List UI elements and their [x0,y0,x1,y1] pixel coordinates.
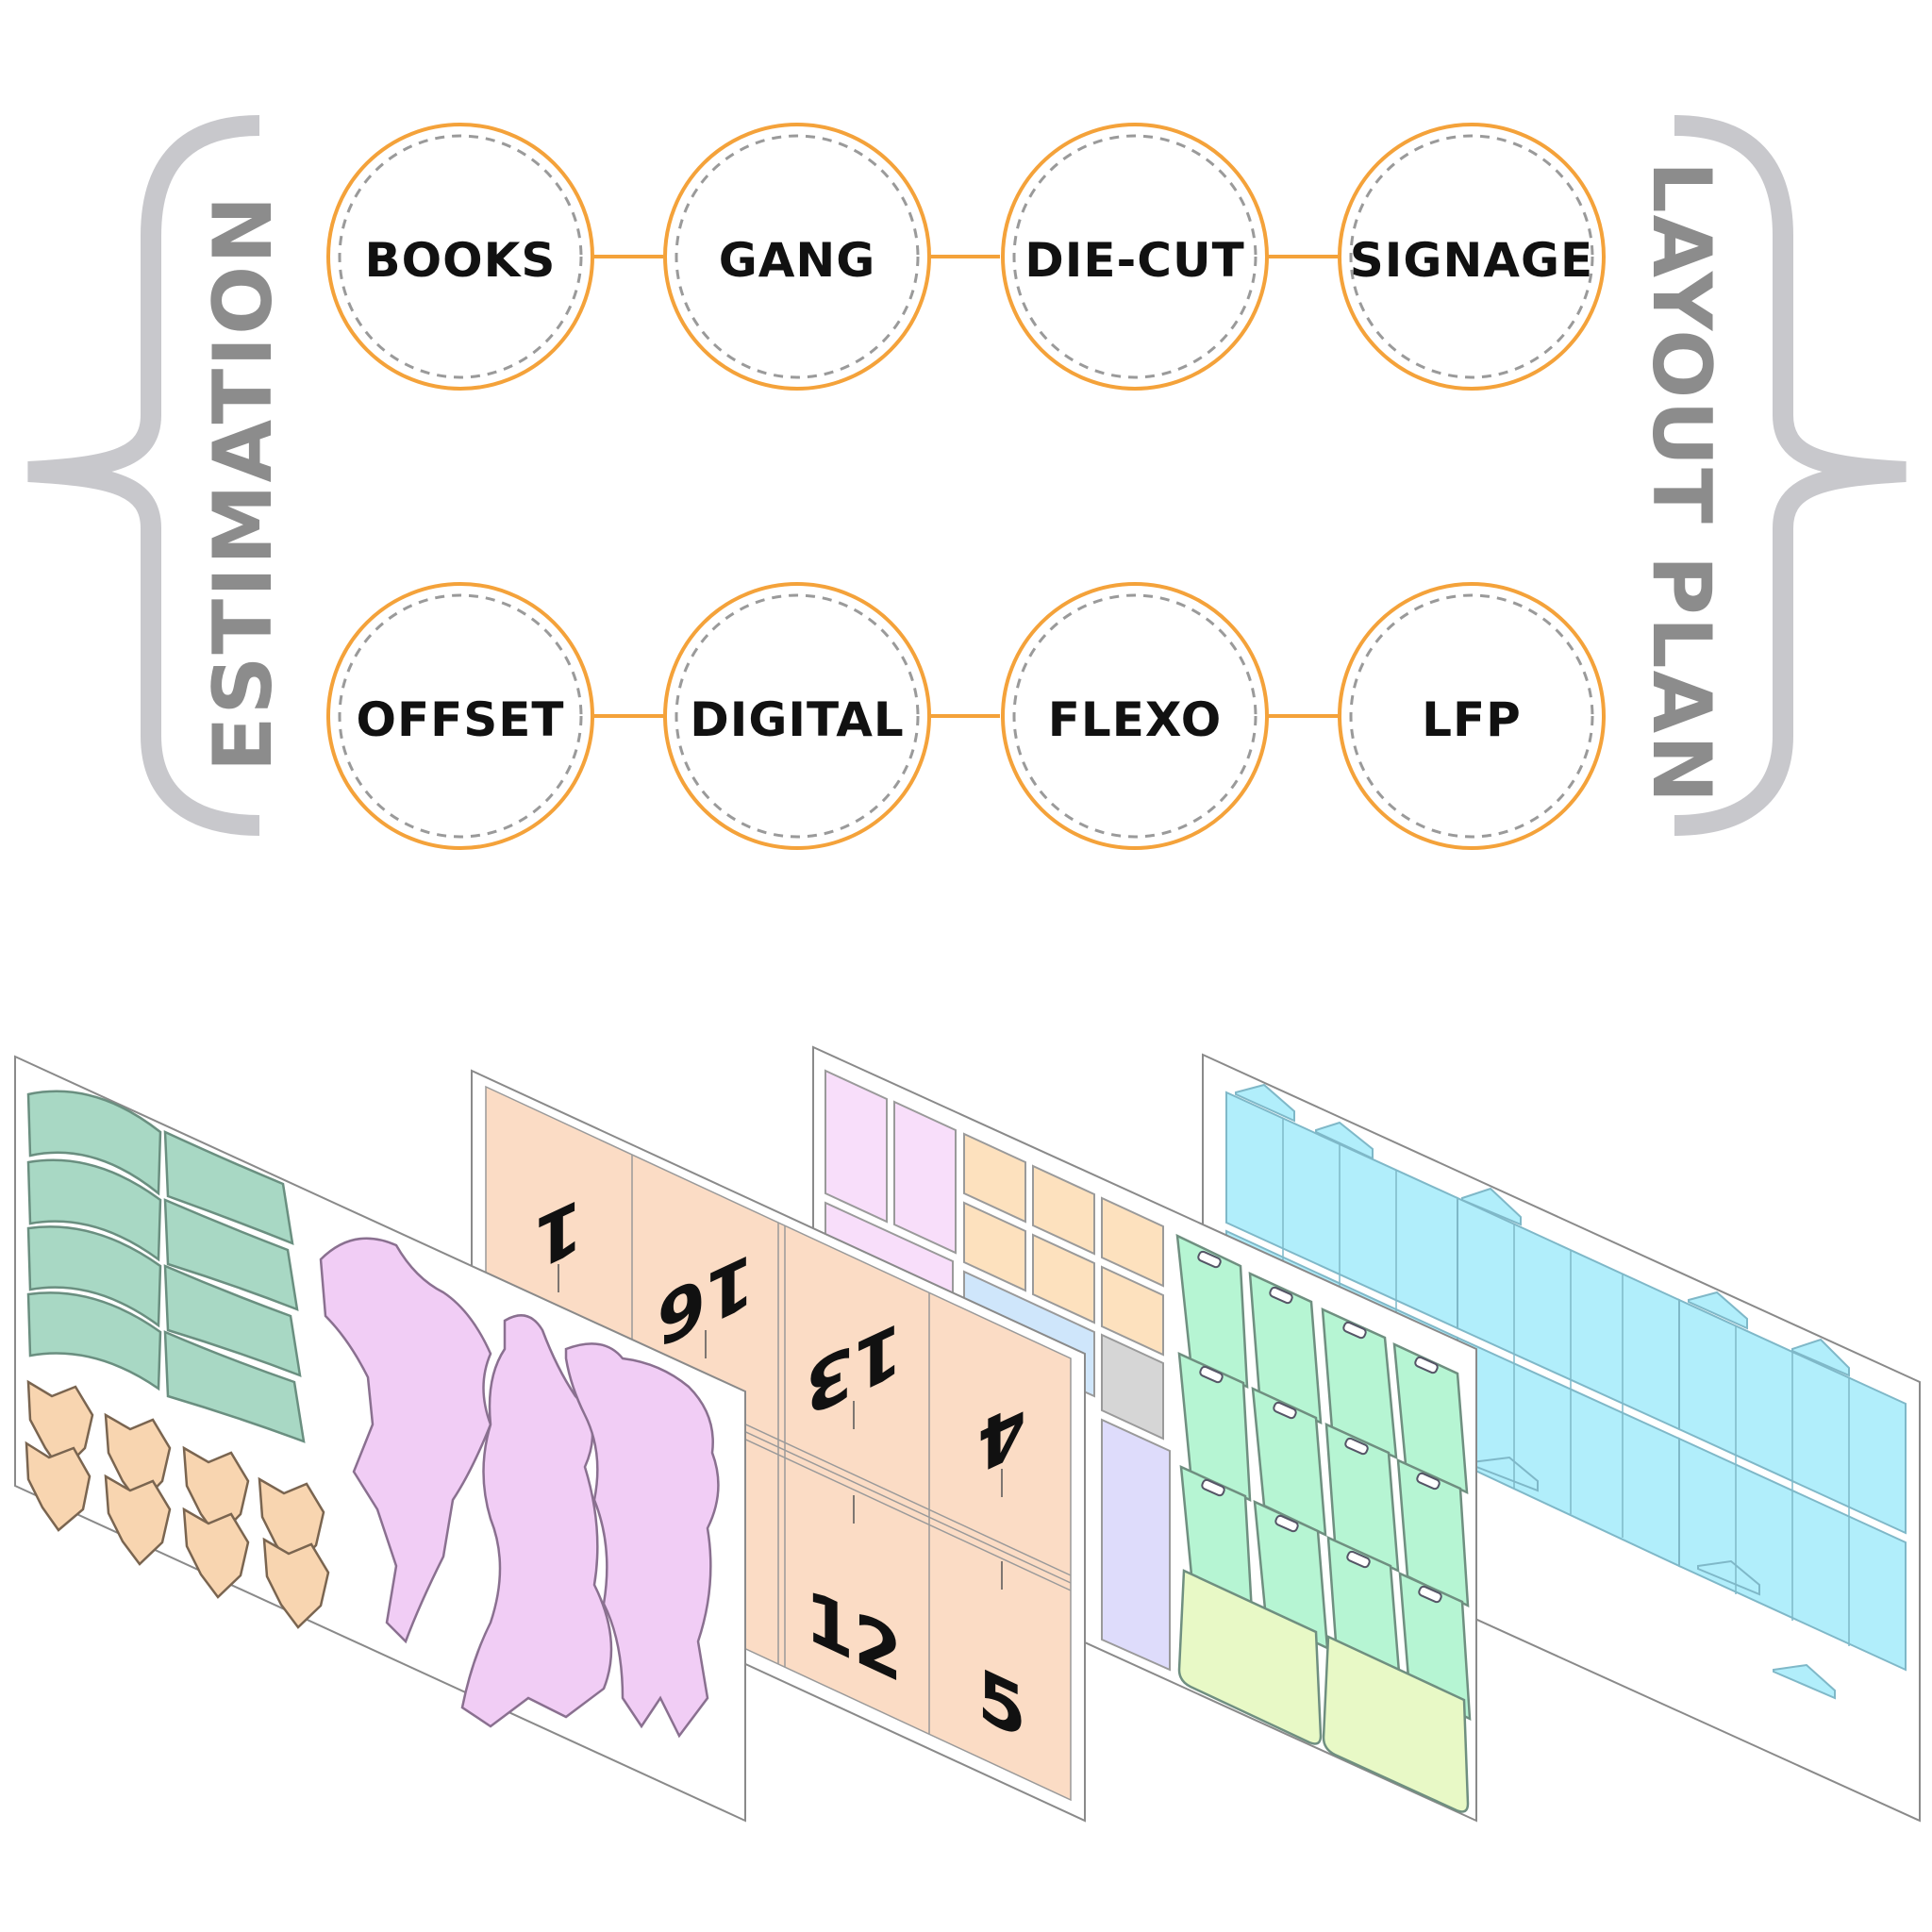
brace-right [1674,115,1907,836]
sheet-box-nets [1202,1053,1921,1823]
label-digital: DIGITAL [690,692,905,747]
connectors [592,255,1338,718]
label-offset: OFFSET [356,692,564,747]
sheet-nested-shapes [14,1055,746,1823]
circle-signage: SIGNAGE [1338,123,1606,391]
layout-plan-label: LAYOUT PLAN [1634,161,1728,805]
circle-books: BOOKS [326,123,594,391]
circle-flexo: FLEXO [1001,582,1269,850]
label-gang: GANG [719,233,876,288]
estimation-label: ESTIMATION [196,194,291,773]
circle-lfp: LFP [1338,582,1606,850]
circle-digital: DIGITAL [663,582,931,850]
circle-gang: GANG [663,123,931,391]
label-die-cut: DIE-CUT [1024,233,1244,288]
label-signage: SIGNAGE [1350,233,1593,288]
brace-left [27,115,260,836]
label-lfp: LFP [1422,692,1522,747]
circle-offset: OFFSET [326,582,594,850]
label-flexo: FLEXO [1048,692,1222,747]
sheet-gang-run [812,1045,1477,1823]
circle-die-cut: DIE-CUT [1001,123,1269,391]
sheet-book-imposition: 1 16 13 4 12 5 [471,1069,1086,1823]
label-books: BOOKS [365,233,557,288]
